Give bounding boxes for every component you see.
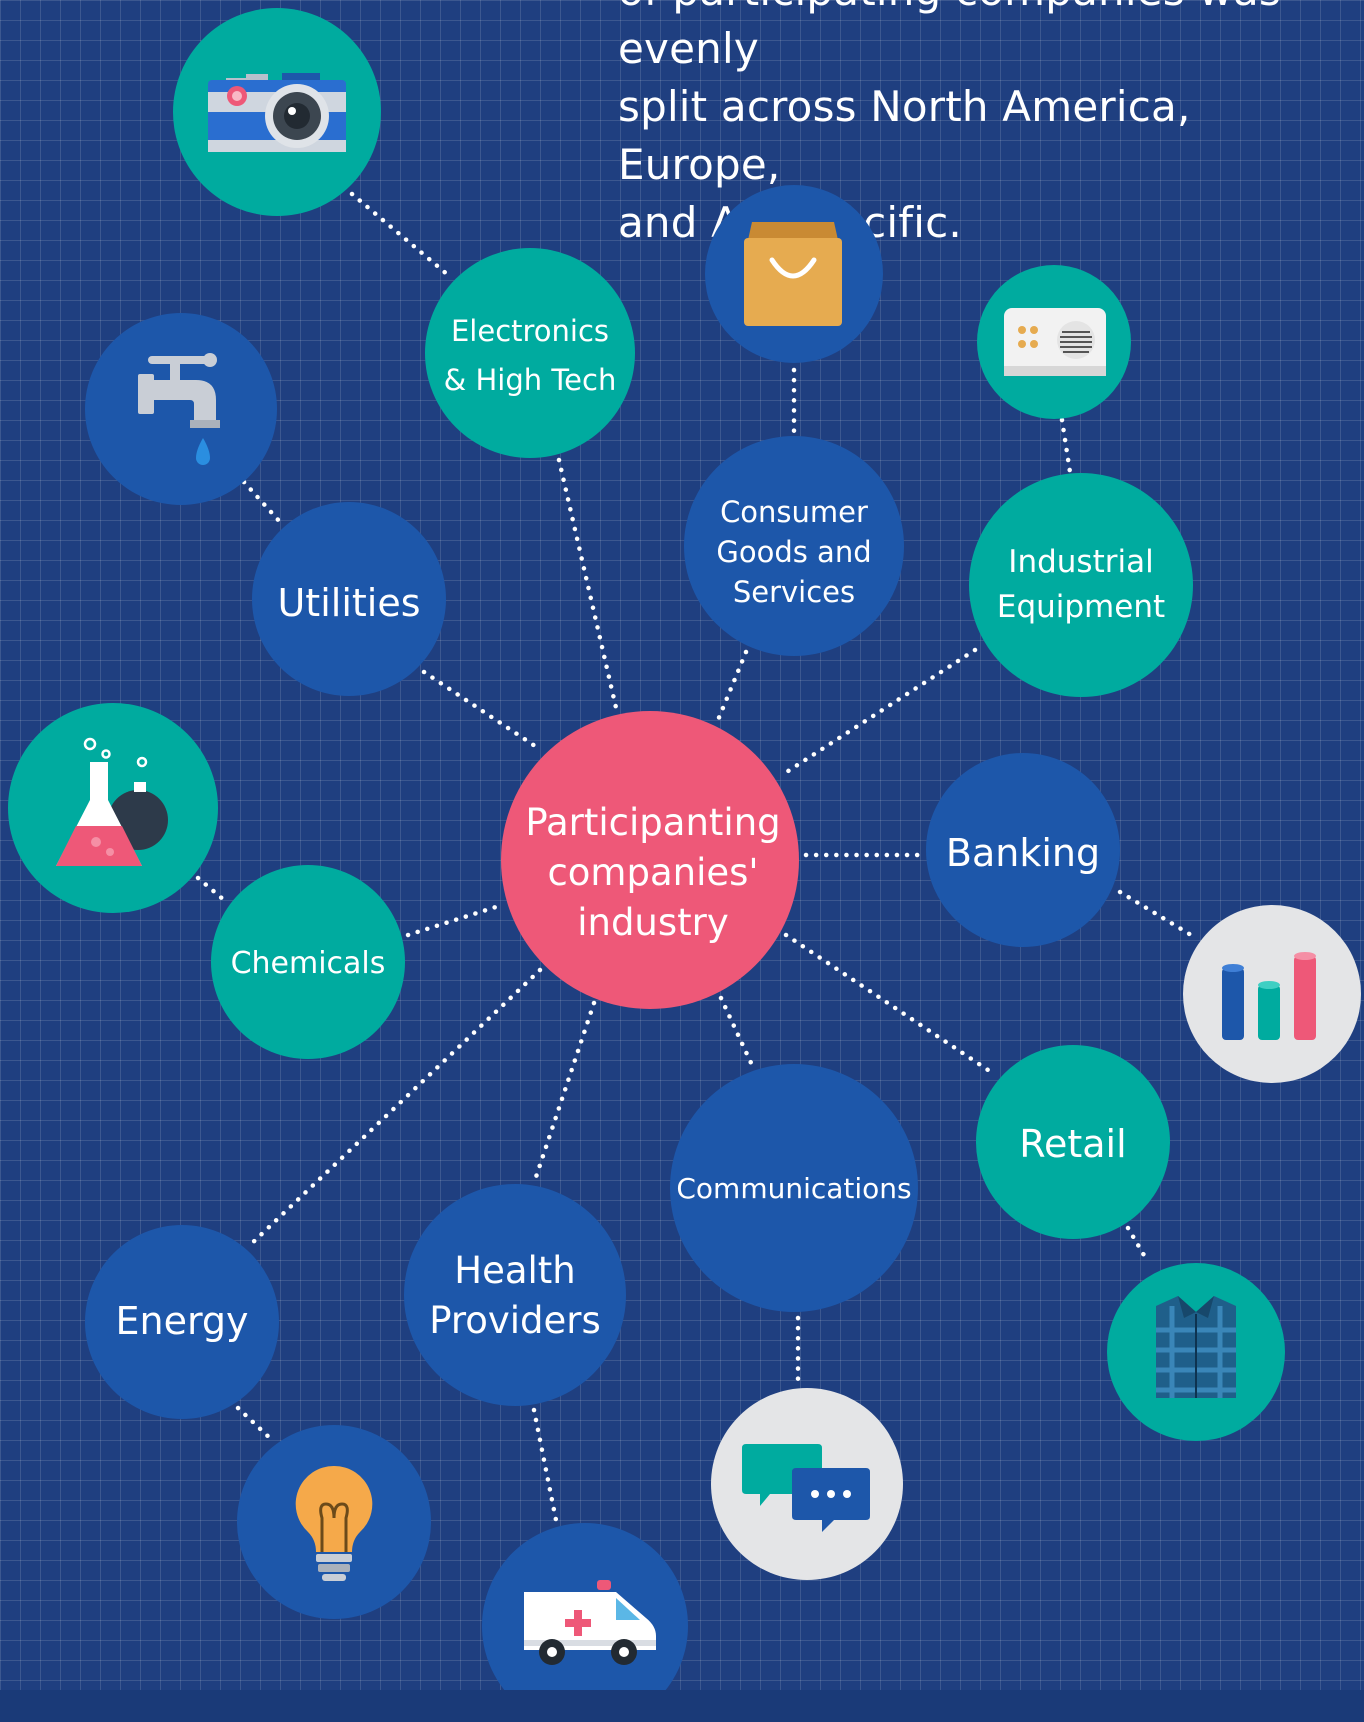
connector-communications bbox=[718, 995, 755, 1068]
radio-icon bbox=[977, 265, 1131, 419]
connector-retail bbox=[783, 932, 991, 1073]
node-electronics[interactable]: Electronics & High Tech bbox=[425, 248, 635, 458]
node-chemicals-line-1: Chemicals bbox=[231, 946, 386, 981]
icon-link-chart bbox=[1117, 889, 1199, 941]
center-line-2: companies' bbox=[547, 851, 758, 894]
node-consumer-line-3: Services bbox=[733, 575, 855, 609]
shirt-icon bbox=[1107, 1263, 1285, 1441]
connector-electronics bbox=[556, 457, 620, 715]
node-retail-line-1: Retail bbox=[1019, 1122, 1126, 1166]
icon-link-camera bbox=[349, 191, 451, 278]
center-hub: Participanting companies' industry bbox=[501, 711, 799, 1009]
node-industrial-line-2: Equipment bbox=[997, 589, 1165, 625]
node-consumer-line-1: Consumer bbox=[720, 495, 868, 529]
connector-industrial bbox=[779, 647, 978, 778]
connector-consumer bbox=[715, 649, 749, 723]
node-communications[interactable]: Communications bbox=[670, 1064, 918, 1312]
icon-link-tap bbox=[241, 479, 283, 525]
node-communications-line-1: Communications bbox=[676, 1172, 911, 1205]
icon-link-ambulance bbox=[531, 1407, 559, 1523]
chat-bubbles-icon bbox=[711, 1388, 903, 1580]
icon-link-radio bbox=[1059, 417, 1073, 475]
camera-icon bbox=[173, 8, 381, 216]
node-banking[interactable]: Banking bbox=[926, 753, 1120, 947]
node-electronics-line-2: & High Tech bbox=[444, 363, 617, 397]
node-health-providers[interactable]: Health Providers bbox=[404, 1184, 626, 1406]
center-line-1: Participanting bbox=[525, 801, 780, 844]
bottom-band bbox=[0, 1690, 1364, 1722]
icon-link-bulb bbox=[235, 1405, 275, 1443]
center-line-3: industry bbox=[577, 901, 729, 944]
intro-line-1: of participating companies was evenly bbox=[618, 0, 1281, 73]
node-consumer-line-2: Goods and bbox=[716, 535, 871, 569]
node-utilities-line-1: Utilities bbox=[277, 581, 420, 625]
connector-health bbox=[531, 1000, 597, 1186]
water-tap-icon bbox=[85, 313, 277, 505]
flask-icon bbox=[8, 703, 218, 913]
node-industrial-equipment[interactable]: Industrial Equipment bbox=[969, 473, 1193, 697]
connector-chemicals bbox=[405, 902, 505, 938]
node-electronics-line-1: Electronics bbox=[451, 314, 609, 348]
shopping-bag-icon bbox=[705, 185, 883, 363]
node-health-line-2: Providers bbox=[429, 1299, 601, 1342]
connectors bbox=[195, 191, 1199, 1523]
icon-link-shirt bbox=[1125, 1225, 1151, 1265]
node-retail[interactable]: Retail bbox=[976, 1045, 1170, 1239]
node-chemicals[interactable]: Chemicals bbox=[211, 865, 405, 1059]
node-utilities[interactable]: Utilities bbox=[252, 502, 446, 696]
node-health-line-1: Health bbox=[454, 1249, 576, 1292]
icon-link-flask bbox=[195, 875, 227, 903]
ambulance-icon bbox=[482, 1523, 688, 1722]
node-consumer-goods[interactable]: Consumer Goods and Services bbox=[684, 436, 904, 656]
node-industrial-line-1: Industrial bbox=[1008, 544, 1153, 580]
connector-utilities bbox=[421, 669, 544, 753]
node-banking-line-1: Banking bbox=[946, 831, 1100, 875]
intro-line-2: split across North America, Europe, bbox=[618, 82, 1191, 189]
light-bulb-icon bbox=[237, 1425, 431, 1619]
node-energy-line-1: Energy bbox=[115, 1299, 248, 1343]
node-energy[interactable]: Energy bbox=[85, 1225, 279, 1419]
connector-energy bbox=[245, 967, 543, 1250]
bar-chart-icon bbox=[1183, 905, 1361, 1083]
